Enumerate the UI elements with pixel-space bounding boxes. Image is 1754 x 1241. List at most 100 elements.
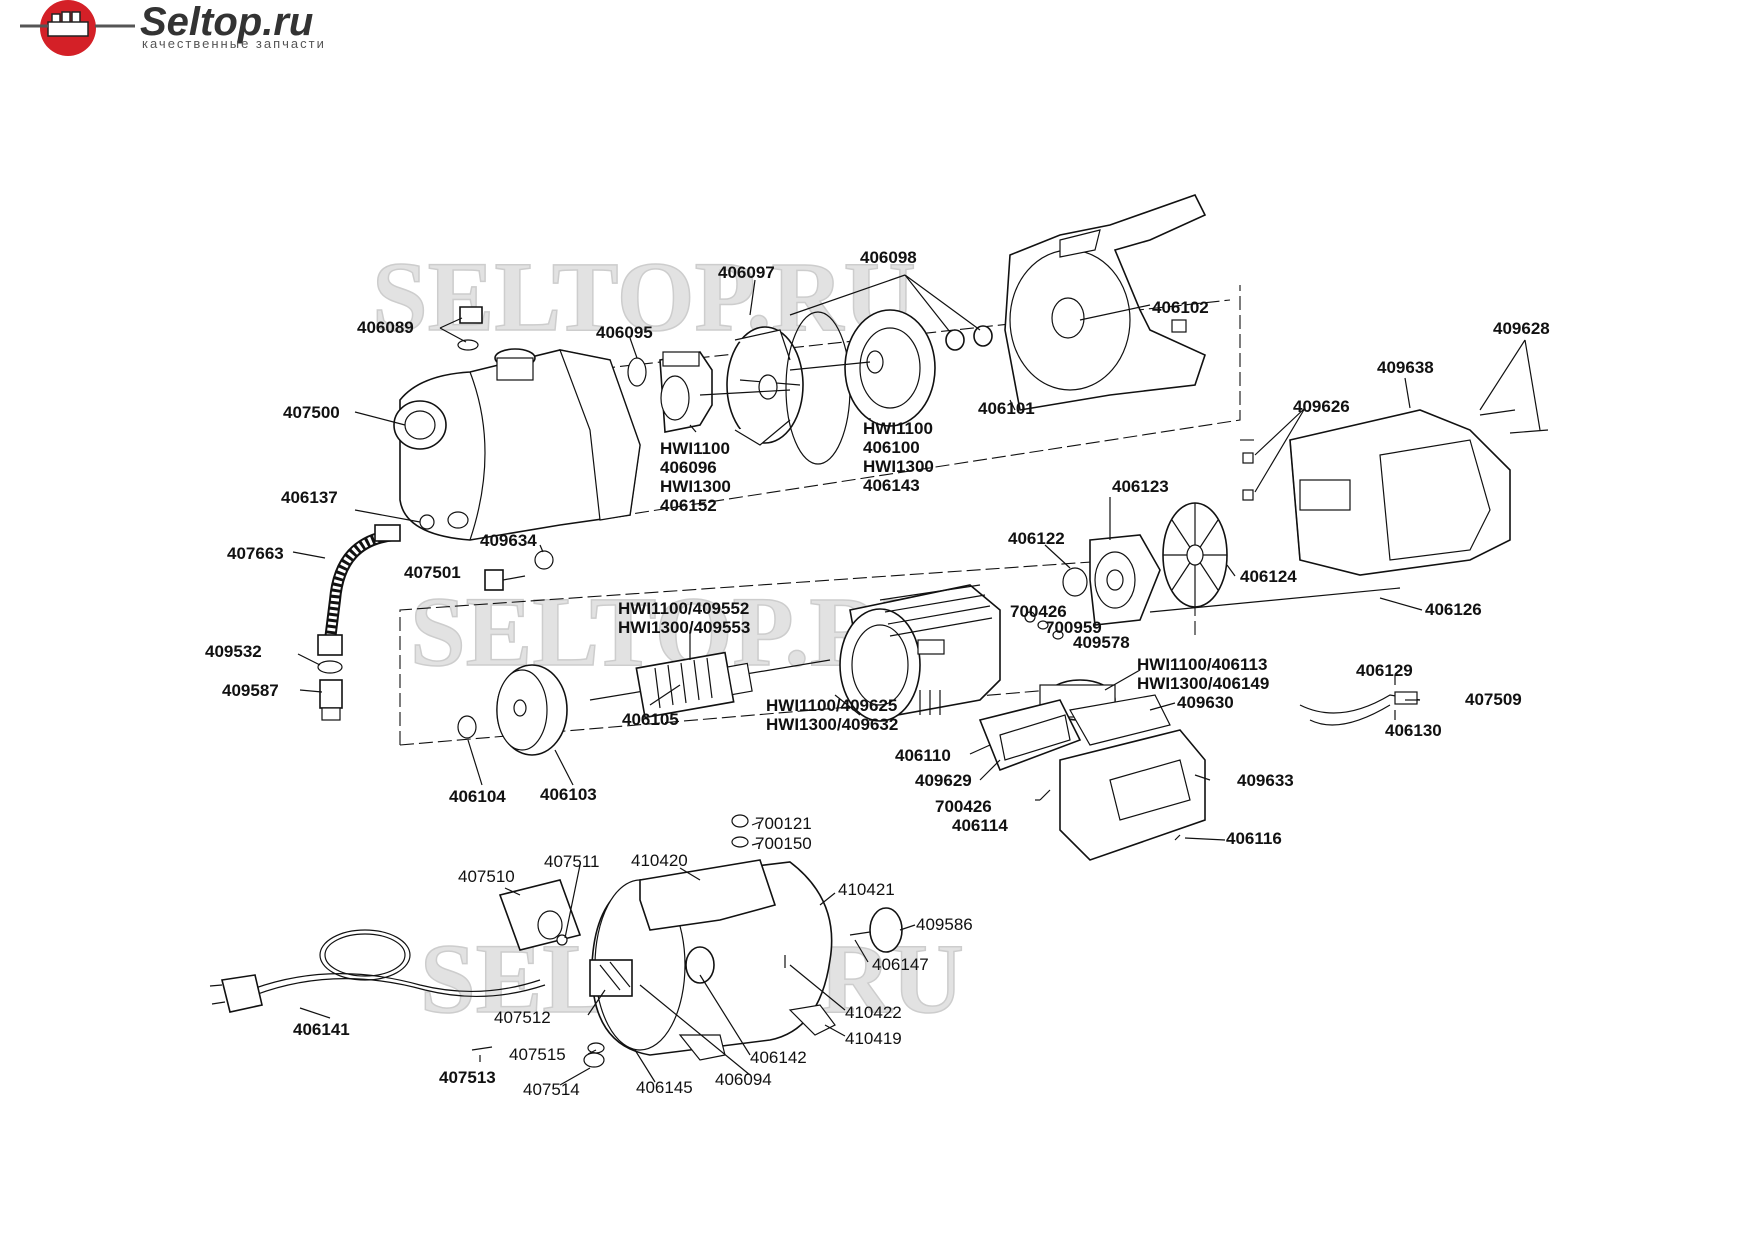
label-700121: 700121 [755,814,812,833]
part-labels: 406097 406098 406102 406089 406095 40750… [205,248,1550,1099]
label-406103: 406103 [540,785,597,804]
logo-tagline: качественные запчасти [142,36,326,51]
label-409629: 409629 [915,771,972,790]
pressure-switch-407510 [498,879,582,951]
leader-lines [292,274,1541,1086]
label-409587: 409587 [222,681,279,700]
o-ring-406095 [627,357,647,387]
washer-700150 [731,836,749,848]
washer-409634 [534,550,554,570]
label-hwi1100-409625: HWI1100/409625 [766,696,897,715]
label-hwi1300-409553: HWI1300/409553 [618,618,750,637]
label-406152: 406152 [660,496,717,515]
label-hwi1100-b: HWI1100 [863,419,933,438]
disc-406100 [789,309,936,427]
label-409630: 409630 [1177,693,1234,712]
label-406105: 406105 [622,710,679,729]
label-409634: 409634 [480,531,537,550]
fan-406124 [1162,502,1228,608]
terminal-base-406110 [978,699,1082,772]
label-hwi1100-409552: HWI1100/409552 [618,599,749,618]
label-407509: 407509 [1465,690,1522,709]
label-hwi1100-a: HWI1100 [660,439,730,458]
label-410422: 410422 [845,1003,902,1022]
label-409633: 409633 [1237,771,1294,790]
label-406122: 406122 [1008,529,1065,548]
label-406147: 406147 [872,955,929,974]
label-406095: 406095 [596,323,653,342]
screw-set-700959 [1024,611,1064,640]
ring-406137 [419,514,435,530]
terminal-cover-409633 [1059,729,1206,861]
power-cable-406141 [209,929,546,1013]
label-406137: 406137 [281,488,338,507]
label-406102: 406102 [1152,298,1209,317]
label-406101: 406101 [978,399,1035,418]
label-406123: 406123 [1112,477,1169,496]
pump-housing-407500 [393,348,641,541]
label-406116: 406116 [1226,829,1282,848]
nuts-409626 [1242,452,1254,501]
nut-700121 [731,814,749,828]
label-407663: 407663 [227,544,284,563]
rear-shield-406123 [1089,534,1161,626]
label-409626: 409626 [1293,397,1350,416]
label-406143: 406143 [863,476,920,495]
label-407514: 407514 [523,1080,580,1099]
label-406097: 406097 [718,263,775,282]
pressure-switch-409587 [319,679,343,721]
screw-406116 [1174,834,1181,841]
gasket-409630 [1069,694,1171,746]
label-700959: 700959 [1045,618,1102,637]
label-hwi1300-406149: HWI1300/406149 [1137,674,1269,693]
seltop-logo: Seltop.ru качественные запчасти [20,0,326,56]
label-406104: 406104 [449,787,506,806]
bearing-cover-406103 [496,664,568,756]
label-hwi1300-b: HWI1300 [863,457,934,476]
label-407515: 407515 [509,1045,566,1064]
bracket-410420 [639,859,777,931]
label-406129: 406129 [1356,661,1413,680]
gauge-406142 [685,946,715,984]
label-700426-b: 700426 [935,797,992,816]
label-hwi1100-406113: HWI1100/406113 [1137,655,1267,674]
impeller-406097 [699,326,804,446]
hose-407663 [317,524,401,656]
nuts-406098 [945,325,993,351]
label-406126: 406126 [1425,600,1482,619]
label-406094: 406094 [715,1070,772,1089]
wire-406129 [1299,691,1421,726]
label-406145: 406145 [636,1078,693,1097]
label-409638: 409638 [1377,358,1434,377]
label-407513: 407513 [439,1068,496,1087]
label-406114: 406114 [952,816,1008,835]
label-406100: 406100 [863,438,920,457]
washer-407515 [587,1042,605,1054]
label-407510: 407510 [458,867,515,886]
label-406142: 406142 [750,1048,807,1067]
label-409578: 409578 [1073,633,1130,652]
tie-rod-406126 [1149,587,1401,613]
label-406141: 406141 [293,1020,350,1039]
label-406096: 406096 [660,458,717,477]
logo-name: Seltop.ru [140,0,313,44]
stator-409625 [839,584,1001,722]
valve-409586 [849,907,903,953]
label-407511: 407511 [544,852,599,871]
label-410419: 410419 [845,1029,902,1048]
label-700150: 700150 [755,834,812,853]
plug-406089 [457,306,483,351]
label-407501: 407501 [404,563,461,582]
label-406098: 406098 [860,248,917,267]
label-700426-a: 700426 [1010,602,1067,621]
connector-407512 [589,959,633,997]
screws-409628 [1479,409,1549,434]
label-406089: 406089 [357,318,414,337]
label-406124: 406124 [1240,567,1297,586]
nut-407514 [583,1052,605,1068]
label-410421: 410421 [838,880,895,899]
motor-flange-406101 [1004,194,1207,411]
label-406130: 406130 [1385,721,1442,740]
screw-407513 [471,1046,493,1051]
